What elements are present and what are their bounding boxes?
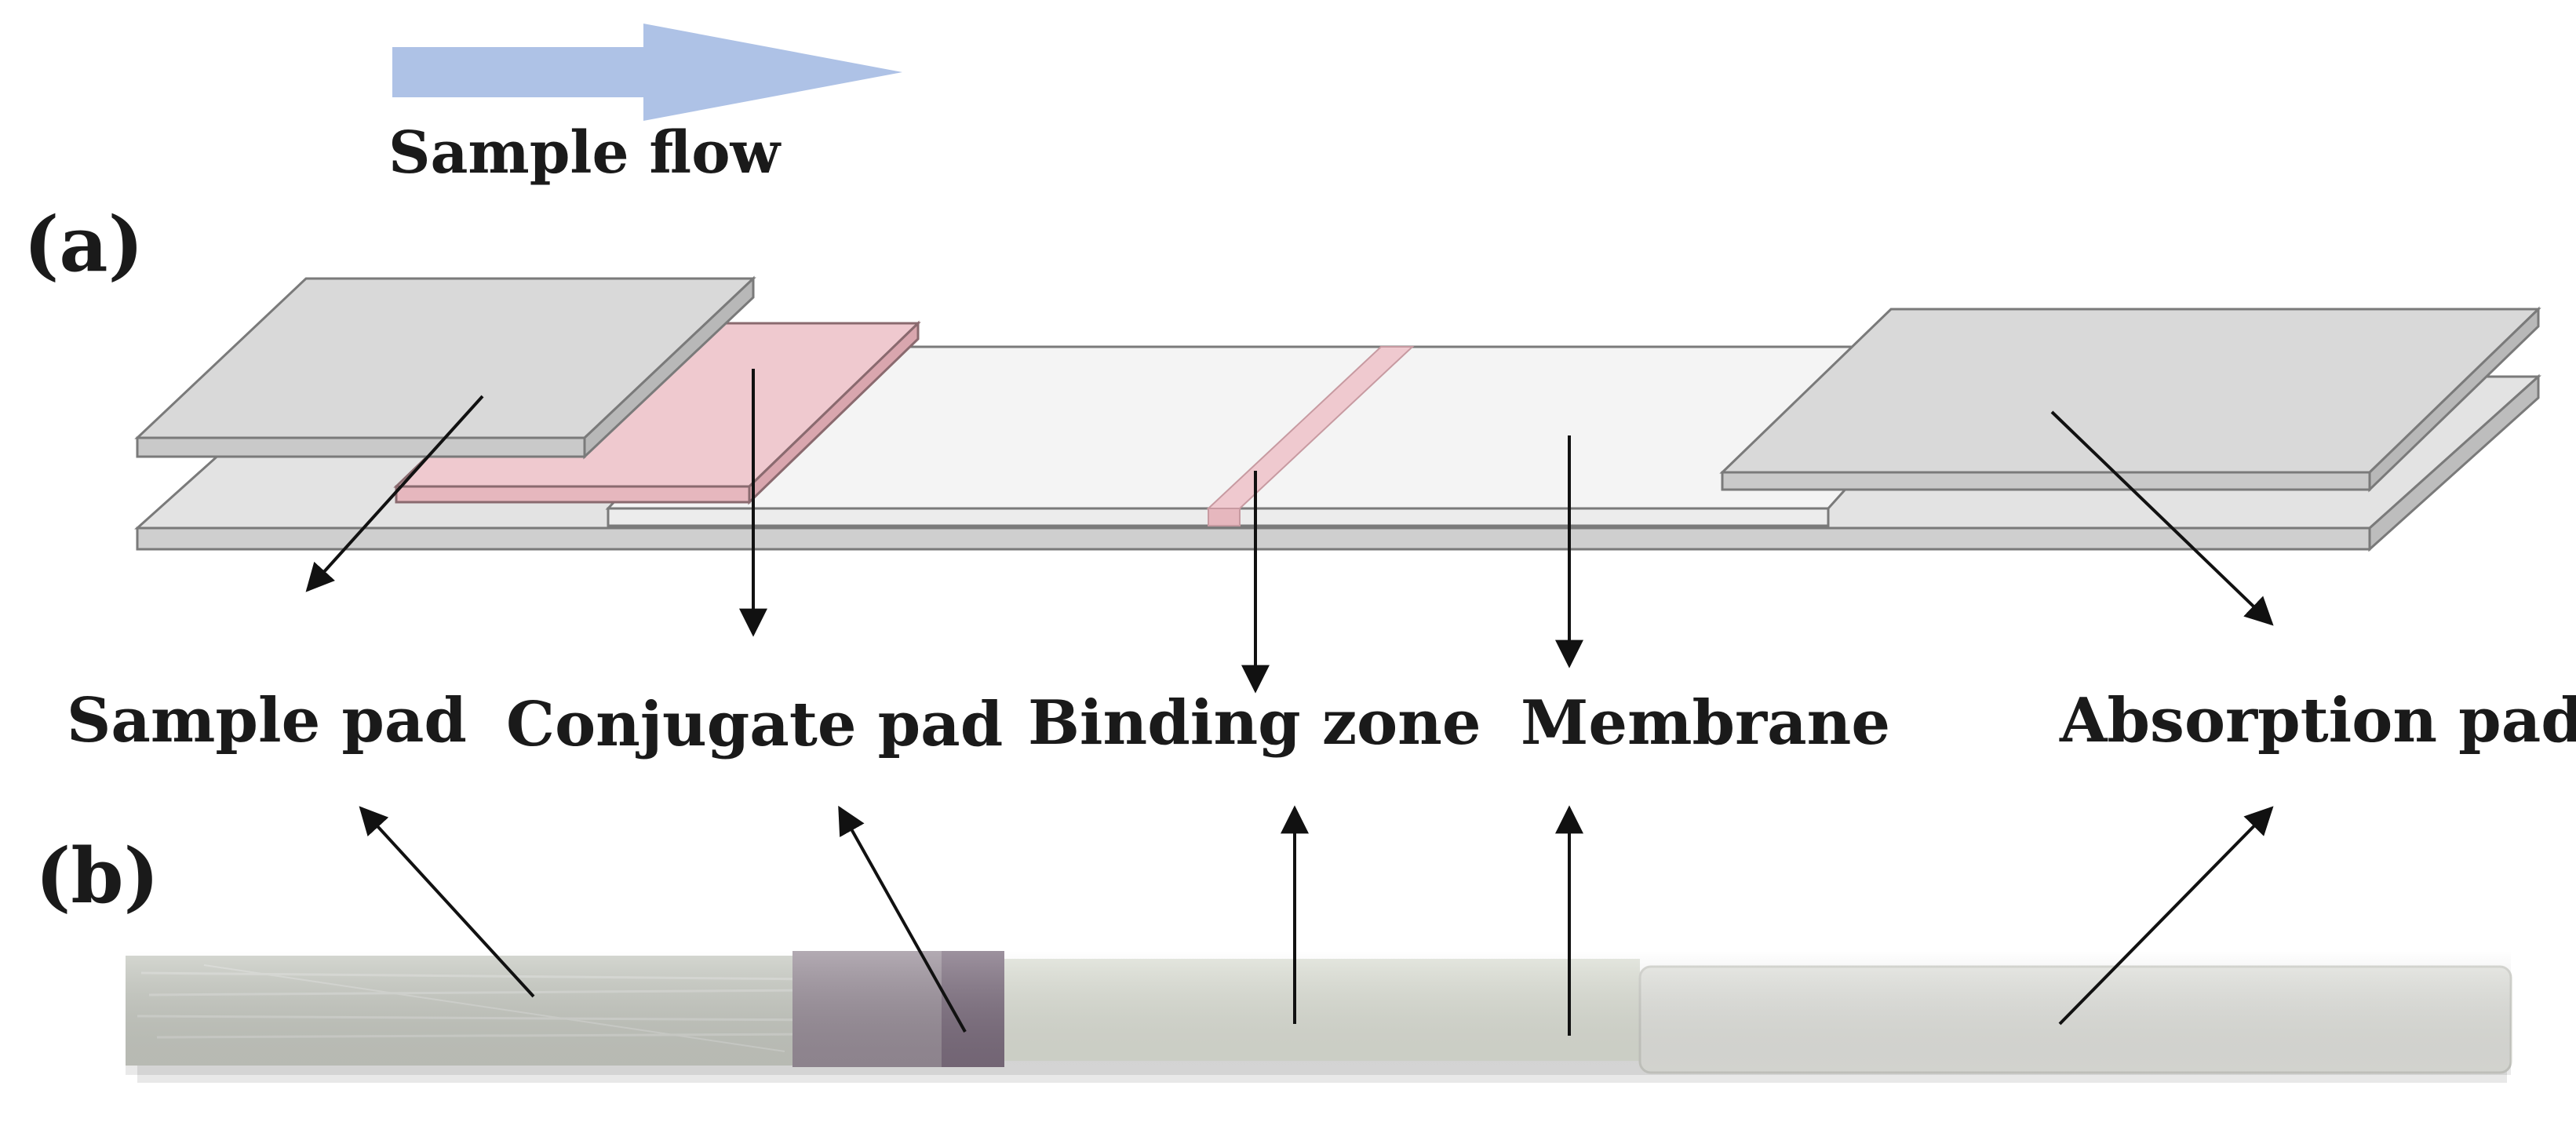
label-binding-zone: Binding zone xyxy=(1028,687,1481,759)
binding-zone-line xyxy=(1206,346,1415,526)
sample-flow-arrow-icon xyxy=(392,24,902,121)
photo-strip xyxy=(126,951,2512,1083)
schematic-strip xyxy=(134,275,2541,552)
arrow-sample-pad xyxy=(305,395,484,592)
sample-flow-label: Sample flow xyxy=(388,119,782,187)
photo-arrow-absorption-pad xyxy=(2058,806,2274,1026)
label-conjugate-pad: Conjugate pad xyxy=(506,689,1003,760)
label-membrane: Membrane xyxy=(1521,687,1890,759)
schematic-arrows xyxy=(305,369,2274,694)
photo-arrow-sample-pad xyxy=(359,806,535,998)
label-sample-pad: Sample pad xyxy=(67,685,467,756)
sample-pad-layer xyxy=(134,275,756,460)
panel-label-b: (b) xyxy=(35,832,159,920)
arrow-absorption-pad xyxy=(2050,410,2274,626)
panel-label-a: (a) xyxy=(24,200,144,289)
photo-arrow-conjugate-pad xyxy=(838,805,967,1033)
photo-arrows xyxy=(359,805,2274,1036)
absorption-pad-layer xyxy=(1719,306,2541,493)
label-absorption-pad: Absorption pad xyxy=(2059,685,2576,756)
